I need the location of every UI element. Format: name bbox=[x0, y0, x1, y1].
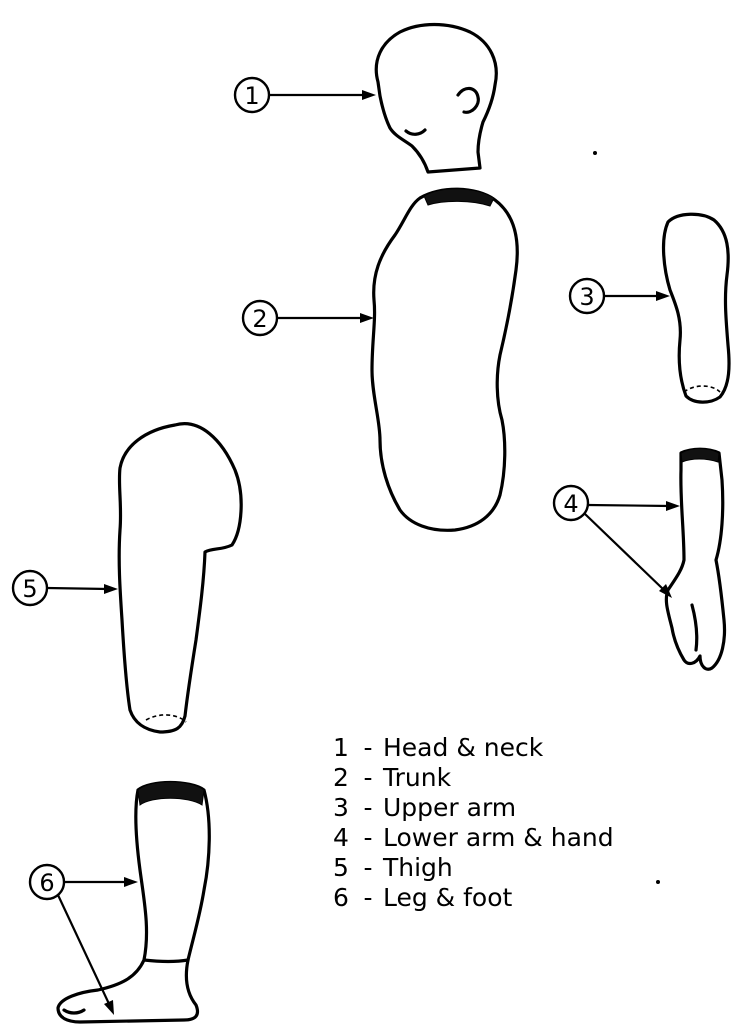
legend-separator: - bbox=[353, 883, 383, 913]
legend-label: Head & neck bbox=[383, 733, 543, 762]
callout-5-label: 5 bbox=[22, 575, 37, 603]
legend-item: 6-Leg & foot bbox=[333, 883, 614, 913]
callout-2-label: 2 bbox=[252, 305, 267, 333]
thigh-figure bbox=[119, 424, 241, 732]
callout-3: 3 bbox=[570, 279, 670, 313]
callout-1-label: 1 bbox=[244, 82, 259, 110]
legend-number: 2 bbox=[333, 763, 353, 793]
legend-number: 1 bbox=[333, 733, 353, 763]
legend-label: Lower arm & hand bbox=[383, 823, 614, 852]
callout-4: 4 bbox=[554, 486, 680, 598]
trunk-figure bbox=[372, 189, 517, 531]
callout-1: 1 bbox=[235, 78, 376, 112]
callout-6-label: 6 bbox=[39, 869, 54, 897]
legend-item: 1-Head & neck bbox=[333, 733, 614, 763]
upper-arm-figure bbox=[664, 214, 730, 402]
legend-number: 5 bbox=[333, 853, 353, 883]
legend-item: 4-Lower arm & hand bbox=[333, 823, 614, 853]
legend-item: 5-Thigh bbox=[333, 853, 614, 883]
speck-mark bbox=[656, 880, 660, 884]
legend-separator: - bbox=[353, 823, 383, 853]
head-and-neck-figure bbox=[376, 25, 496, 173]
legend-item: 3-Upper arm bbox=[333, 793, 614, 823]
legend-number: 4 bbox=[333, 823, 353, 853]
legend-label: Trunk bbox=[383, 763, 451, 792]
leg-and-foot-figure bbox=[58, 782, 209, 1022]
legend-separator: - bbox=[353, 733, 383, 763]
legend-label: Thigh bbox=[383, 853, 453, 882]
callout-5: 5 bbox=[13, 571, 118, 605]
legend: 1-Head & neck 2-Trunk 3-Upper arm 4-Lowe… bbox=[333, 733, 614, 913]
legend-label: Leg & foot bbox=[383, 883, 512, 912]
legend-number: 3 bbox=[333, 793, 353, 823]
legend-separator: - bbox=[353, 793, 383, 823]
callout-3-label: 3 bbox=[579, 283, 594, 311]
lower-arm-and-hand-figure bbox=[666, 449, 724, 670]
legend-item: 2-Trunk bbox=[333, 763, 614, 793]
callout-4-label: 4 bbox=[563, 490, 578, 518]
legend-label: Upper arm bbox=[383, 793, 516, 822]
legend-separator: - bbox=[353, 763, 383, 793]
callout-2: 2 bbox=[243, 301, 374, 335]
speck-mark bbox=[593, 151, 597, 155]
legend-number: 6 bbox=[333, 883, 353, 913]
legend-separator: - bbox=[353, 853, 383, 883]
